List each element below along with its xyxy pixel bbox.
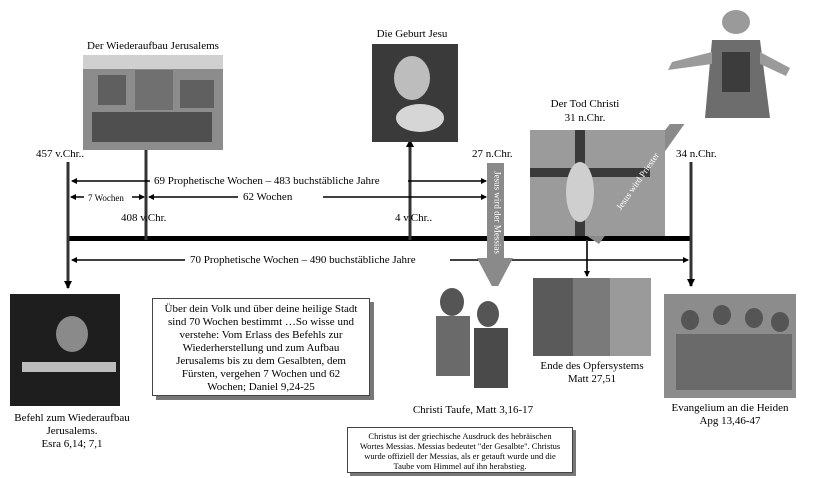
gentiles-caption: Evangelium an die Heiden Apg 13,46-47: [660, 402, 800, 428]
messiah-note-box: Christus ist der griechische Ausdruck de…: [347, 427, 573, 473]
date-457: 457 v.Chr..: [36, 148, 85, 160]
date-408: 408 v.Chr.: [121, 212, 167, 224]
daniel-quote-box: Über dein Volk und über deine heilige St…: [152, 298, 370, 396]
baptism-caption: Christi Taufe, Matt 3,16-17: [412, 404, 534, 416]
gentiles-line-1: Evangelium an die Heiden: [671, 402, 789, 414]
gentiles-line-2: Apg 13,46-47: [699, 415, 761, 427]
quote-line-2: sind 70 Wochen bestimmt …So wisse und: [168, 316, 354, 328]
sacrifice-line-2: Matt 27,51: [567, 373, 617, 385]
sacrifice-line-1: Ende des Opfersystems: [540, 360, 644, 372]
decree-line-2: Jerusalems.: [46, 425, 98, 437]
main-timeline-bar: [68, 236, 692, 241]
birth-of-jesus-image: [372, 44, 458, 142]
date-34: 34 n.Chr.: [676, 148, 717, 160]
quote-line-6: Fürsten, vergehen 7 Wochen und 62: [181, 368, 341, 380]
decree-line-3: Esra 6,14; 7,1: [41, 438, 103, 450]
sacrifice-caption: Ende des Opfersystems Matt 27,51: [528, 360, 656, 386]
quote-line-7: Wochen; Daniel 9,24-25: [207, 381, 315, 393]
span-7-label: 7 Wochen: [88, 193, 124, 203]
quote-line-5: Jerusalems bis zu dem Gesalbten, dem: [176, 355, 346, 367]
ezra-scribe-image: [10, 294, 120, 406]
decree-caption: Befehl zum Wiederaufbau Jerusalems. Esra…: [2, 412, 142, 451]
gospel-gentiles-image: [664, 294, 796, 398]
messiah-arrow: [477, 163, 513, 292]
note-line-1: Christus ist der griechische Ausdruck de…: [368, 431, 552, 441]
messiah-arrow-label: Jesus wird der Messias: [492, 171, 503, 254]
death-date: 31 n.Chr.: [564, 112, 606, 124]
rebuild-title: Der Wiederaufbau Jerusalems: [87, 40, 219, 52]
decree-line-1: Befehl zum Wiederaufbau: [14, 412, 130, 424]
high-priest-image: [657, 6, 790, 124]
note-line-2: Wortes Messias. Messias bedeutet "der Ge…: [359, 441, 561, 451]
quote-line-1: Über dein Volk und über deine heilige St…: [164, 303, 358, 315]
death-title: Der Tod Christi: [550, 98, 620, 110]
crucifixion-image: [530, 130, 665, 236]
span-62-label: 62 Wochen: [243, 191, 293, 203]
birth-title: Die Geburt Jesu: [376, 28, 448, 40]
date-27: 27 n.Chr.: [472, 148, 513, 160]
quote-line-3: verstehe: Vom Erlass des Befehls zur: [179, 329, 343, 341]
torn-curtain-image: [533, 278, 651, 356]
span-69-label: 69 Prophetische Wochen – 483 buchstäblic…: [154, 175, 380, 187]
baptism-image: [420, 286, 532, 398]
note-line-4: Taube vom Himmel auf ihn herabstieg.: [393, 461, 527, 471]
span-70-label: 70 Prophetische Wochen – 490 buchstäblic…: [190, 254, 416, 266]
date-4: 4 v.Chr..: [395, 212, 433, 224]
quote-line-4: Wiederherstellung und zum Aufbau: [182, 342, 340, 354]
jerusalem-rebuild-image: [83, 55, 223, 150]
note-line-3: wurde offiziell der Messias, als er geta…: [364, 451, 556, 461]
